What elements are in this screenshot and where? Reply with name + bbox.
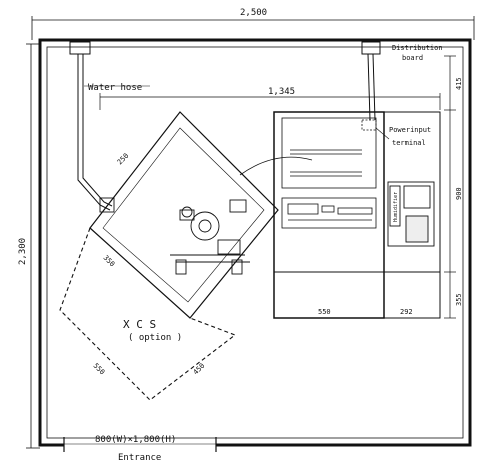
water-hose-line [77,54,113,211]
power-input-label-2: terminal [392,139,426,147]
left-dimension [26,43,40,449]
rotated-main-unit [89,111,279,319]
xcs-label: X C S [123,318,156,331]
cabinet-shelves [281,117,377,229]
side-unit-label: Humidifier [393,192,399,222]
right-dimensions [444,55,456,319]
right-bottom-label: 355 [455,293,463,306]
distribution-board-label-1: Distribution [392,44,443,52]
side-unit [387,181,435,247]
distribution-board-label-2: board [402,54,423,62]
top-width-label: 2,500 [240,8,267,18]
bottom-right-label: 292 [400,308,413,316]
entrance-label: Entrance [118,453,161,463]
right-mid-label: 900 [455,187,463,200]
inner-dimension [99,93,441,110]
power-cable [367,53,376,121]
left-height-label: 2,300 [18,238,28,265]
unit-mechanism [99,197,250,275]
bottom-left-label: 550 [318,308,331,316]
entrance-gap [64,439,216,451]
door-size-label: 800(W)×1,800(H) [95,435,176,445]
xcs-option-label: ( option ) [128,333,182,343]
room-wall [38,38,472,447]
xcs-bottom-dim: 450 [192,362,207,377]
power-input-leader [375,127,390,140]
xcs-left-dim: 550 [92,362,107,377]
water-supply-box [69,41,91,55]
xcs-option-outline [59,227,237,401]
distribution-board [361,41,381,55]
connection-arc [239,156,313,176]
diag-top-label: 250 [116,152,131,167]
top-dimension [31,16,475,40]
entrance-door-lines [63,437,217,452]
right-top-label: 415 [455,77,463,90]
inner-width-label: 1,345 [268,87,295,97]
diag-left-label: 350 [102,254,117,269]
water-hose-label: Water hose [88,83,142,93]
power-input-label-1: Powerinput [389,126,431,134]
power-input-terminal [361,119,377,131]
